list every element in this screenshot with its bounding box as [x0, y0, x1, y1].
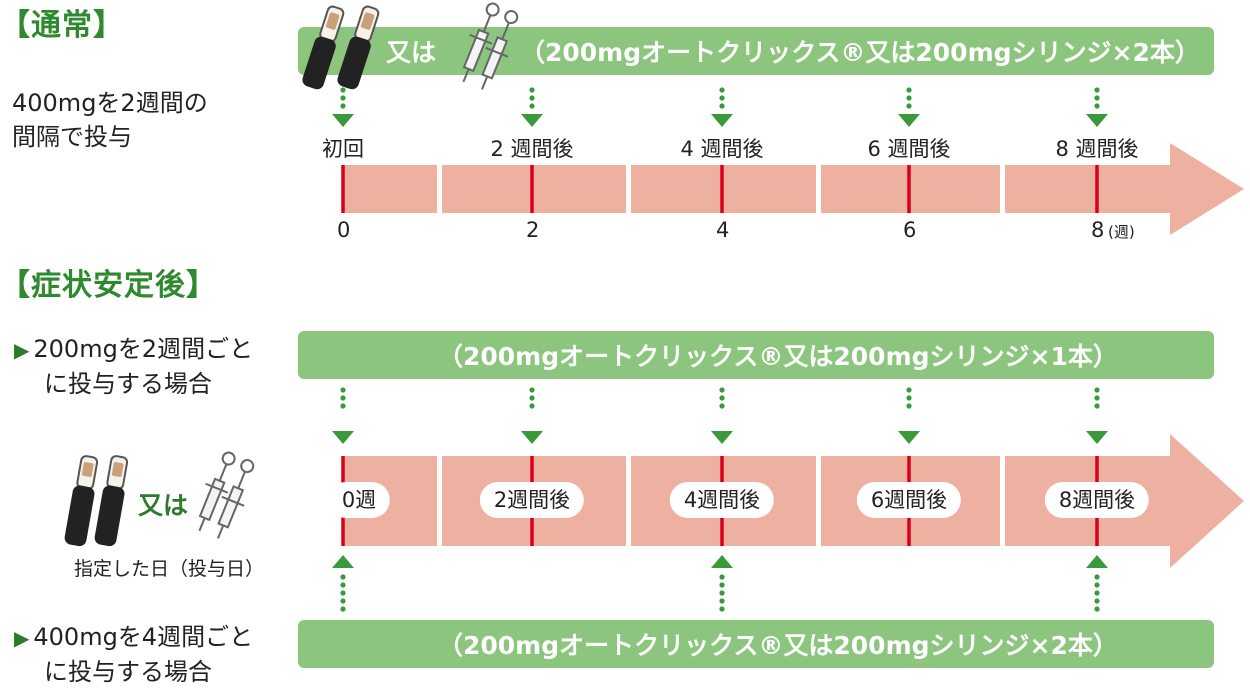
week-pill: 2週間後 — [479, 482, 585, 518]
band-segment — [343, 165, 437, 213]
syringe-icon — [198, 451, 255, 539]
case2-description: ▶400mgを4週間ごと に投与する場合 — [14, 620, 253, 689]
normal-bar-text: （200mgオートクリックス®又は200mgシリンジ×2本） — [520, 38, 1200, 67]
week-pill: 4週間後 — [669, 482, 775, 518]
case1-line2: に投与する場合 — [44, 370, 212, 398]
week-pill: 8週間後 — [1044, 482, 1150, 518]
normal-dose-bar: 又は （200mgオートクリックス®又は200mgシリンジ×2本） — [298, 27, 1214, 75]
dotted-arrow-down-icon — [898, 87, 920, 127]
dotted-arrow-down-icon — [521, 87, 543, 127]
week-label: 8 週間後 — [1055, 137, 1139, 161]
device-or-label: 又は — [138, 491, 189, 520]
normal-description-line1: 400mgを2週間の — [12, 89, 208, 117]
week-label: 2 週間後 — [490, 137, 574, 161]
case2-line1: 400mgを4週間ごと — [33, 623, 254, 651]
dotted-arrow-down-icon — [711, 87, 733, 127]
autoclicks-pen-icon — [302, 5, 380, 90]
week-pill: 6週間後 — [856, 482, 962, 518]
week-pill: 0週 — [327, 482, 391, 518]
case2-bar-text: （200mgオートクリックス®又は200mgシリンジ×2本） — [438, 631, 1118, 660]
autoclicks-pen-icon — [64, 455, 129, 547]
dotted-arrow-up-icon — [711, 555, 733, 612]
week-unit-label: (週) — [1108, 223, 1135, 241]
normal-bar-or-label: 又は — [386, 38, 437, 67]
week-label: 初回 — [322, 137, 364, 161]
dotted-arrow-down-icon — [521, 387, 543, 444]
dotted-arrow-up-icon — [332, 555, 354, 612]
tick-number: 0 — [337, 218, 351, 242]
dotted-arrow-up-icon — [1086, 555, 1108, 612]
tick-number: 2 — [526, 218, 540, 242]
device-caption: 指定した日（投与日） — [74, 558, 265, 580]
tick-number: 6 — [903, 218, 917, 242]
dotted-arrow-down-icon — [332, 387, 354, 444]
tick-number: 4 — [716, 218, 730, 242]
normal-band-group — [341, 143, 1244, 235]
case1-bar-text: （200mgオートクリックス®又は200mgシリンジ×1本） — [438, 342, 1118, 371]
dotted-arrow-down-icon — [1086, 387, 1108, 444]
week-label: 6 週間後 — [867, 137, 951, 161]
dotted-arrow-down-icon — [1086, 87, 1108, 127]
case1-dose-bar: （200mgオートクリックス®又は200mgシリンジ×1本） — [298, 331, 1214, 379]
triangle-bullet-icon: ▶ — [14, 626, 30, 650]
tick-number: 8 — [1091, 218, 1105, 242]
band-segment — [442, 165, 626, 213]
dotted-arrow-down-icon — [898, 387, 920, 444]
case1-description: ▶200mgを2週間ごと に投与する場合 — [14, 332, 253, 401]
syringe-icon — [462, 2, 519, 90]
dotted-arrow-down-icon — [332, 87, 354, 127]
normal-description-line2: 間隔で投与 — [12, 123, 132, 151]
case2-line2: に投与する場合 — [44, 658, 212, 686]
case1-line1: 200mgを2週間ごと — [33, 335, 254, 363]
triangle-bullet-icon: ▶ — [14, 338, 30, 362]
case2-dose-bar: （200mgオートクリックス®又は200mgシリンジ×2本） — [298, 620, 1214, 668]
section-heading-normal: 【通常】 — [0, 8, 124, 43]
normal-description: 400mgを2週間の 間隔で投与 — [12, 86, 208, 154]
section-heading-stable: 【症状安定後】 — [0, 268, 217, 303]
week-label: 4 週間後 — [680, 137, 764, 161]
dotted-arrow-down-icon — [711, 387, 733, 444]
timeline-arrow-head — [1005, 143, 1244, 235]
